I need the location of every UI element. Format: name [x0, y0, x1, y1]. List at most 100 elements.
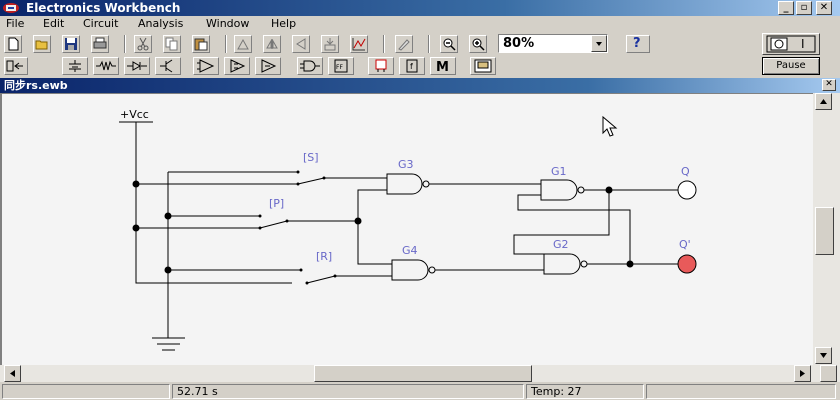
- instruments-bin-button[interactable]: [470, 57, 496, 75]
- power-switch-icon: [766, 35, 816, 53]
- status-time: 52.71 s: [172, 384, 524, 399]
- maximize-button[interactable]: ▫: [796, 1, 812, 15]
- gate-g3: [386, 173, 423, 195]
- switch-p-label: [P]: [269, 197, 284, 210]
- help-button[interactable]: ?: [626, 35, 650, 53]
- scroll-down-button[interactable]: [815, 347, 832, 364]
- subcircuit-button[interactable]: [321, 35, 339, 53]
- opamp-icon: [197, 59, 215, 73]
- mixed-ics-bin-button[interactable]: [224, 57, 250, 75]
- analog-ics-bin-button[interactable]: [193, 57, 219, 75]
- pause-button[interactable]: Pause: [762, 57, 820, 75]
- toolbar-separator: [383, 35, 385, 53]
- menu-circuit[interactable]: Circuit: [83, 17, 119, 30]
- zoom-out-button[interactable]: [440, 35, 458, 53]
- horizontal-scroll-thumb[interactable]: [314, 365, 532, 382]
- paste-button[interactable]: [192, 35, 210, 53]
- instrument-icon: [474, 59, 492, 73]
- chevron-down-icon: [596, 42, 602, 46]
- graph-icon: [352, 38, 366, 51]
- switch-p-blade: [259, 220, 288, 229]
- menu-bar: File Edit Circuit Analysis Window Help: [0, 16, 840, 33]
- zoom-dropdown-button[interactable]: [591, 35, 607, 52]
- menu-edit[interactable]: Edit: [43, 17, 65, 30]
- gate-g1-label: G1: [551, 165, 567, 178]
- close-button[interactable]: ✕: [816, 1, 832, 15]
- circuit-canvas[interactable]: +Vcc [S] [P] [R] G3 G1 G4 G2 Q Q': [0, 93, 813, 365]
- scroll-right-button[interactable]: [794, 365, 811, 382]
- switch-s-label: [S]: [303, 151, 319, 164]
- digital-bin-button[interactable]: FF: [328, 57, 354, 75]
- and-gate-icon: [300, 60, 320, 72]
- rotate-icon: [237, 38, 249, 50]
- paste-icon: [194, 38, 208, 51]
- title-bar: Electronics Workbench _ ▫ ✕: [0, 0, 840, 16]
- status-temp: Temp: 27: [526, 384, 644, 399]
- status-bar: 52.71 s Temp: 27: [0, 382, 840, 400]
- menu-help[interactable]: Help: [271, 17, 297, 30]
- scroll-up-button[interactable]: [815, 93, 832, 110]
- vcc-label: +Vcc: [120, 108, 149, 121]
- zoom-in-icon: [472, 38, 485, 51]
- controls-bin-button[interactable]: f: [399, 57, 425, 75]
- vertical-scrollbar[interactable]: [813, 93, 840, 365]
- svg-text:M: M: [436, 60, 449, 73]
- zoom-out-icon: [443, 38, 456, 51]
- sources-bin-button[interactable]: [62, 57, 88, 75]
- flip-vertical-button[interactable]: [292, 35, 310, 53]
- wire-q-to-g2: [513, 190, 610, 255]
- arrow-up-icon: [820, 99, 827, 104]
- toolbar-separator: [124, 35, 126, 53]
- save-button[interactable]: [62, 35, 80, 53]
- miscellaneous-bin-button[interactable]: M: [430, 57, 456, 75]
- graph-button[interactable]: [350, 35, 368, 53]
- minimize-button[interactable]: _: [778, 1, 794, 15]
- horizontal-scrollbar[interactable]: [0, 365, 840, 382]
- circuit-diagram[interactable]: +Vcc [S] [P] [R] G3 G1 G4 G2 Q Q': [2, 94, 813, 365]
- zoom-in-button[interactable]: [469, 35, 487, 53]
- power-switch-label: I: [801, 37, 805, 51]
- wire-g1-fb: [517, 194, 631, 264]
- new-button[interactable]: [4, 35, 22, 53]
- scroll-left-button[interactable]: [4, 365, 21, 382]
- parts-bin-toggle-button[interactable]: [4, 57, 28, 75]
- component-properties-button[interactable]: [395, 35, 413, 53]
- digital-ic-icon: [261, 59, 277, 73]
- cut-button[interactable]: [134, 35, 152, 53]
- diodes-bin-button[interactable]: [124, 57, 150, 75]
- toolbar-separator: [428, 35, 430, 53]
- document-close-button[interactable]: ✕: [822, 79, 836, 91]
- switch-r-blade: [306, 275, 336, 284]
- svg-text:FF: FF: [336, 64, 343, 71]
- power-switch[interactable]: I: [762, 33, 820, 55]
- floppy-icon: [65, 38, 77, 50]
- menu-file[interactable]: File: [6, 17, 25, 30]
- subcircuit-icon: [324, 38, 336, 51]
- zoom-select[interactable]: 80%: [498, 34, 608, 53]
- flip-flop-icon: FF: [334, 59, 348, 73]
- open-button[interactable]: [33, 35, 51, 53]
- menu-window[interactable]: Window: [206, 17, 250, 30]
- q-indicator: [677, 180, 697, 200]
- indicators-bin-button[interactable]: [368, 57, 394, 75]
- digital-ics-bin-button[interactable]: [255, 57, 281, 75]
- print-button[interactable]: [91, 35, 109, 53]
- status-pane-message: [2, 384, 170, 399]
- vertical-scroll-thumb[interactable]: [815, 207, 834, 255]
- transistors-bin-button[interactable]: [155, 57, 181, 75]
- wire-clock: [357, 221, 392, 265]
- menu-analysis[interactable]: Analysis: [138, 17, 184, 30]
- size-grip[interactable]: [820, 365, 837, 382]
- gate-g2-label: G2: [553, 238, 569, 251]
- svg-text:f: f: [410, 62, 413, 71]
- copy-button[interactable]: [163, 35, 181, 53]
- flip-horizontal-button[interactable]: [263, 35, 281, 53]
- vcc-rail: [135, 122, 292, 284]
- window-title: Electronics Workbench: [26, 1, 181, 15]
- logic-gates-bin-button[interactable]: [297, 57, 323, 75]
- rotate-button[interactable]: [234, 35, 252, 53]
- folder-open-icon: [35, 40, 48, 50]
- basic-bin-button[interactable]: [93, 57, 119, 75]
- app-logo-icon: [3, 3, 19, 13]
